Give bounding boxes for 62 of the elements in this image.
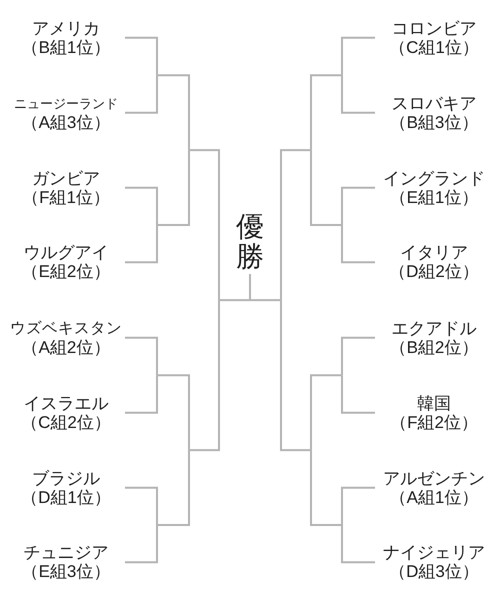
bracket-line	[157, 74, 190, 150]
bracket-line	[125, 225, 158, 264]
team-name: ブラジル	[32, 468, 100, 488]
bracket-line	[157, 150, 190, 226]
team-name: アメリカ	[32, 18, 100, 38]
team-name: チュニジア	[24, 543, 108, 562]
bracket-line	[341, 75, 375, 114]
bracket-line	[310, 374, 342, 450]
group-rank: （A組1位）	[390, 488, 478, 507]
group-rank: （A組2位）	[22, 338, 110, 357]
bracket-line	[218, 273, 282, 302]
bracket-line	[189, 149, 220, 300]
bracket-line	[310, 150, 342, 226]
bracket-line	[125, 186, 158, 225]
bracket-line	[310, 74, 342, 150]
group-rank: （D組2位）	[389, 262, 479, 282]
team-name: アルゼンチン	[383, 468, 485, 488]
group-rank: （A組3位）	[22, 112, 110, 132]
group-rank: （F組1位）	[22, 188, 110, 207]
team-name: 韓国	[417, 394, 451, 413]
group-rank: （E組3位）	[22, 562, 110, 582]
team-name: ガンビア	[32, 168, 100, 188]
bracket-line	[280, 300, 311, 452]
champion-label: 優勝	[235, 212, 265, 274]
team-name: ニュージーランド	[14, 94, 118, 113]
group-rank: （D組3位）	[389, 562, 479, 582]
team-name: ウズベキスタン	[10, 318, 122, 338]
bracket-line	[125, 525, 158, 564]
bracket-line	[125, 75, 158, 114]
group-rank: （C組2位）	[21, 412, 111, 432]
bracket-line	[125, 375, 158, 414]
bracket-line	[341, 525, 375, 564]
group-rank: （C組1位）	[389, 38, 479, 57]
team-name: ウルグアイ	[24, 243, 108, 262]
group-rank: （E組1位）	[390, 188, 478, 207]
bracket-line	[280, 149, 311, 300]
group-rank: （F組2位）	[390, 412, 478, 432]
group-rank: （B組3位）	[390, 112, 478, 132]
team-name: スロバキア	[392, 94, 476, 113]
bracket-line	[341, 225, 375, 264]
bracket-line	[125, 36, 158, 76]
bracket-line	[341, 336, 375, 376]
bracket-line	[310, 450, 342, 526]
bracket-line	[157, 450, 190, 526]
team-name: イタリア	[400, 243, 468, 262]
bracket-line	[125, 336, 158, 376]
team-name: イスラエル	[24, 394, 108, 413]
bracket-line	[341, 186, 375, 225]
bracket-line	[341, 375, 375, 414]
bracket-line	[157, 374, 190, 450]
group-rank: （B組2位）	[390, 338, 478, 357]
team-name: コロンビア	[392, 18, 476, 38]
bracket-line	[341, 486, 375, 525]
bracket-line	[189, 300, 220, 452]
group-rank: （B組1位）	[22, 38, 110, 57]
team-name: エクアドル	[392, 318, 476, 338]
bracket-line	[341, 36, 375, 76]
team-name: イングランド	[383, 168, 485, 188]
bracket-line	[125, 486, 158, 525]
team-name: ナイジェリア	[383, 543, 485, 562]
group-rank: （E組2位）	[22, 262, 110, 282]
group-rank: （D組1位）	[21, 488, 111, 507]
